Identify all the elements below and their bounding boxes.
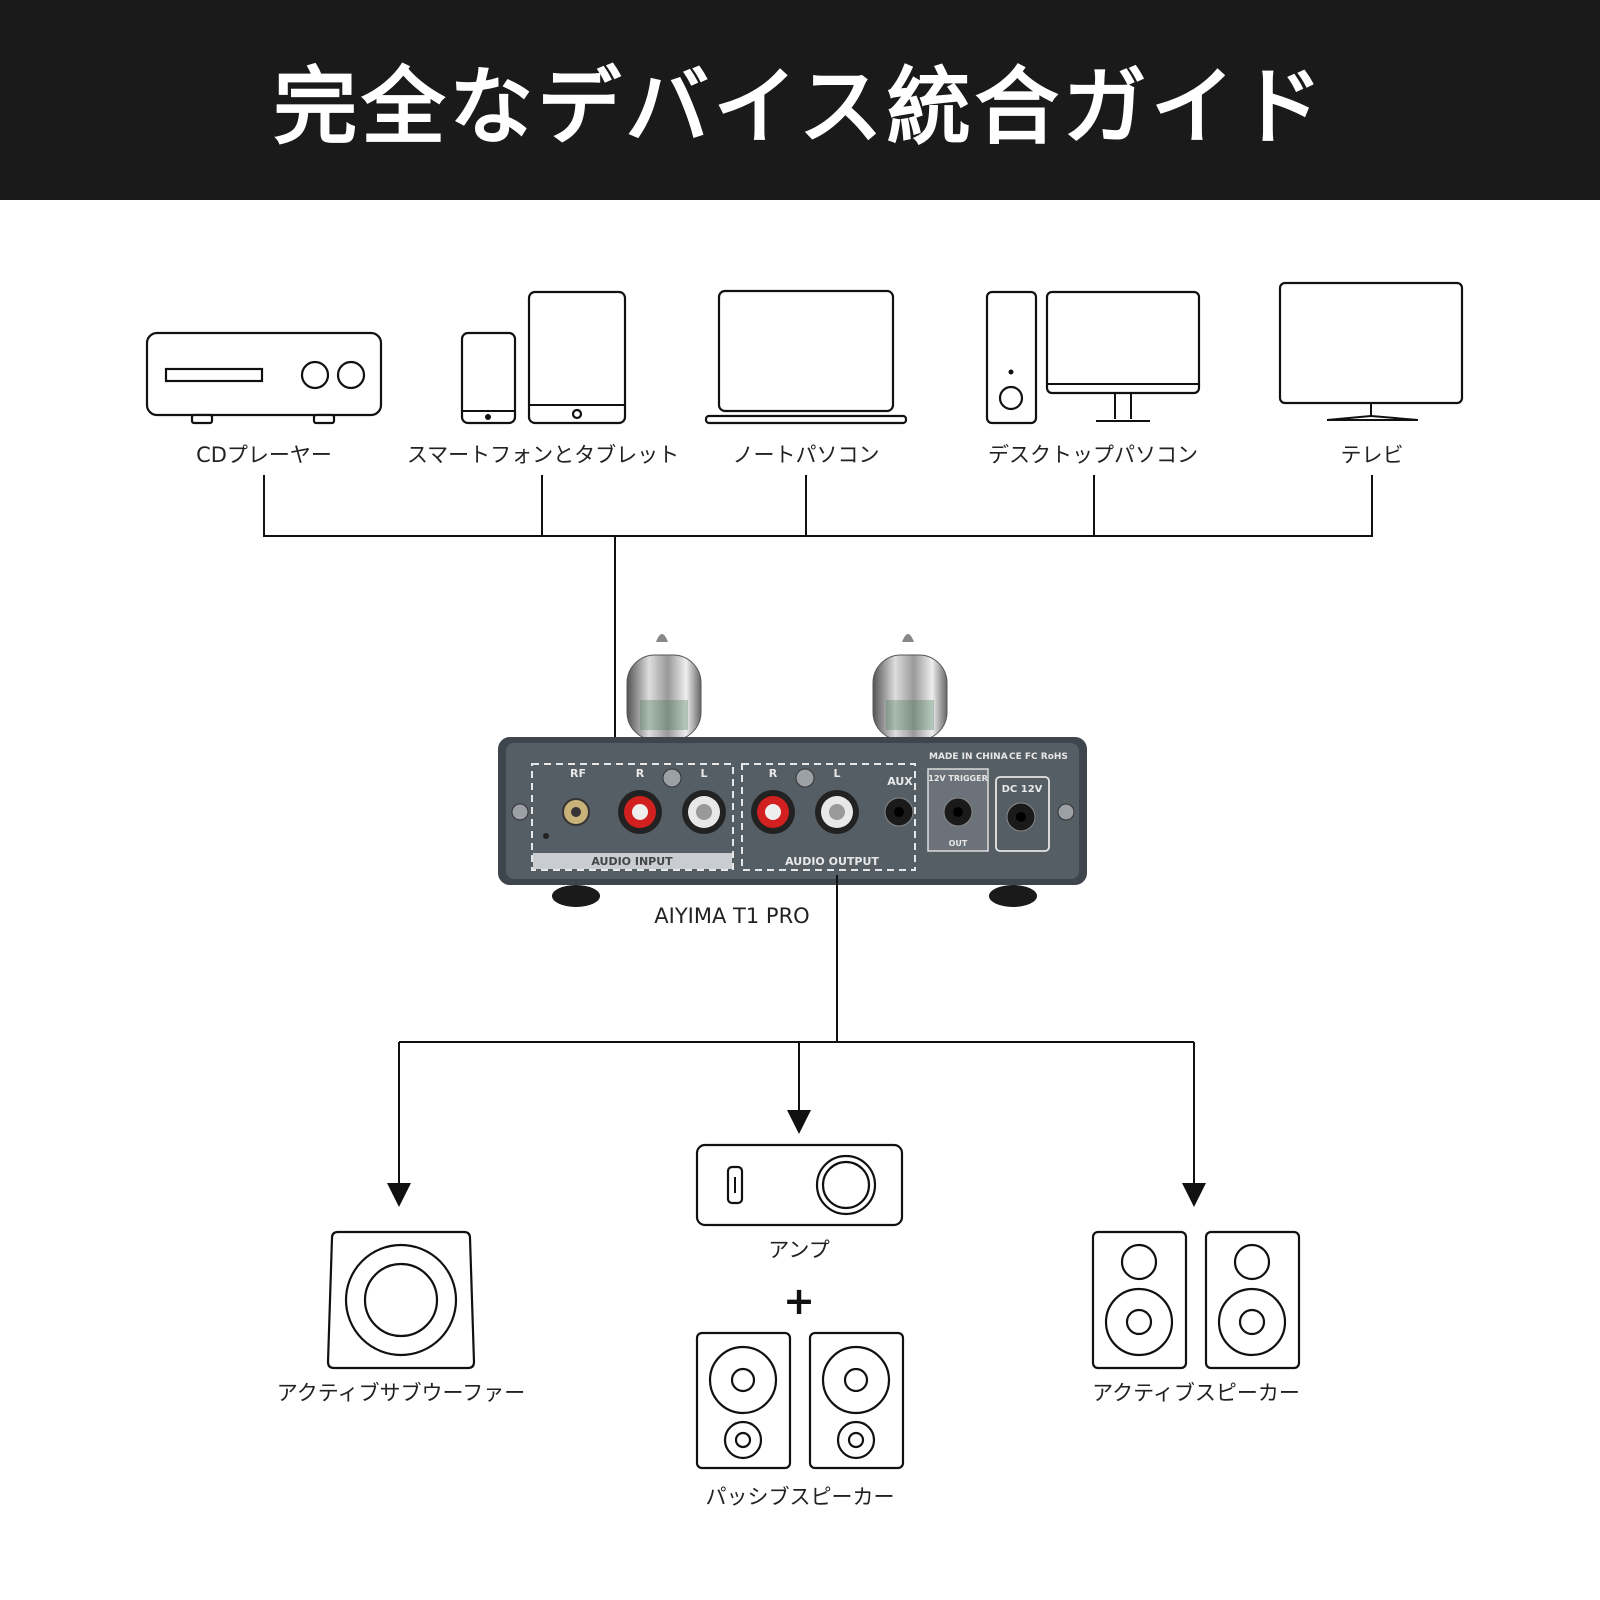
device-name: AIYIMA T1 PRO	[654, 904, 809, 928]
source-label-cd-player: CDプレーヤー	[196, 443, 332, 467]
panel-label-aux: AUX	[887, 775, 913, 788]
output-label-amp: アンプ	[768, 1238, 830, 1262]
passive-speakers-icon	[695, 1331, 905, 1470]
page-title: 完全なデバイス統合ガイド	[273, 57, 1327, 156]
header-bar: 完全なデバイス統合ガイド	[0, 0, 1600, 200]
subwoofer-icon	[326, 1230, 476, 1370]
panel-label-output-r: R	[769, 767, 778, 780]
output-label-subwoofer: アクティブサブウーファー	[277, 1381, 525, 1405]
panel-label-certs: CE FC RoHS	[1009, 752, 1068, 762]
panel-label-output-l: L	[833, 767, 840, 780]
output-connector-lines	[387, 875, 1206, 1207]
panel-label-audio-output: AUDIO OUTPUT	[785, 855, 879, 868]
vacuum-tube-left	[626, 634, 702, 741]
aiyima-t1-pro-device: RF R L R L AUX AUDIO INPUT AUDIO OUTPUT …	[498, 634, 1087, 907]
panel-label-input-l: L	[700, 767, 707, 780]
panel-label-made-in: MADE IN CHINA	[929, 752, 1008, 762]
output-label-active-speakers: アクティブスピーカー	[1092, 1381, 1300, 1405]
amplifier-icon	[695, 1143, 904, 1227]
output-label-passive-speakers: パッシブスピーカー	[706, 1485, 895, 1509]
source-label-desktop: デスクトップパソコン	[988, 443, 1198, 467]
panel-label-trigger: 12V TRIGGER	[928, 774, 987, 783]
smartphone-tablet-icon	[460, 290, 627, 425]
vacuum-tube-right	[872, 634, 948, 741]
cd-player-icon	[145, 331, 383, 425]
active-speakers-icon	[1091, 1230, 1301, 1370]
laptop-icon	[704, 289, 908, 425]
panel-label-rf: RF	[570, 767, 586, 780]
source-label-smartphone-tablet: スマートフォンとタブレット	[407, 443, 679, 467]
panel-label-input-r: R	[636, 767, 645, 780]
panel-label-dc: DC 12V	[1002, 784, 1043, 795]
source-label-laptop: ノートパソコン	[733, 443, 880, 467]
input-connector-lines	[263, 475, 1373, 757]
panel-label-trigger-out: OUT	[949, 839, 968, 848]
source-label-tv: テレビ	[1341, 443, 1404, 467]
panel-label-audio-input: AUDIO INPUT	[591, 855, 673, 868]
tv-icon	[1278, 281, 1464, 421]
plus-sign: +	[783, 1279, 815, 1323]
desktop-pc-icon	[985, 290, 1201, 425]
